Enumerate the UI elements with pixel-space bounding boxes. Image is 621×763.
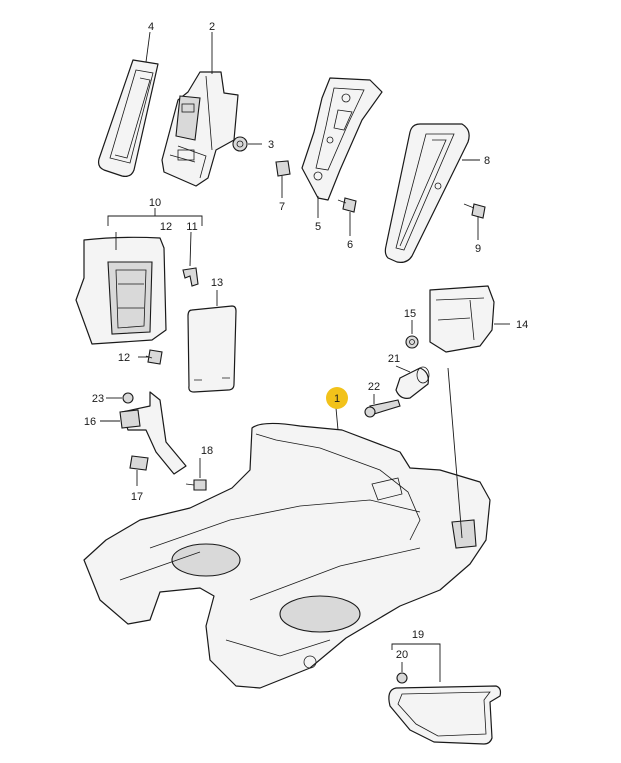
part-12-screw — [145, 349, 163, 365]
callout-21[interactable]: 21 — [388, 353, 400, 365]
callout-16[interactable]: 16 — [84, 416, 96, 428]
part-2-bracket-panel — [161, 71, 239, 187]
part-14-corner-panel — [429, 285, 495, 353]
callout-13[interactable]: 13 — [211, 277, 223, 289]
callout-6[interactable]: 6 — [347, 239, 353, 251]
callout-1[interactable]: 1 — [334, 393, 340, 405]
part-13-flat-panel — [187, 305, 237, 393]
callout-3[interactable]: 3 — [268, 139, 274, 151]
callout-14[interactable]: 14 — [516, 319, 528, 331]
callout-22[interactable]: 22 — [368, 381, 380, 393]
part-19-floor-mat — [388, 685, 502, 745]
part-10-side-panel — [75, 236, 167, 345]
callout-9[interactable]: 9 — [475, 243, 481, 255]
callout-2[interactable]: 2 — [209, 21, 215, 33]
part-15-nut — [405, 335, 419, 349]
callout-7[interactable]: 7 — [279, 201, 285, 213]
part-17-clip — [129, 455, 149, 471]
callout-4[interactable]: 4 — [148, 21, 154, 33]
callout-10[interactable]: 10 — [149, 197, 161, 209]
part-9-screw — [463, 203, 486, 219]
callout-17[interactable]: 17 — [131, 491, 143, 503]
callout-1-highlight[interactable] — [326, 387, 348, 409]
callout-18[interactable]: 18 — [201, 445, 213, 457]
callouts: 1 2 3 4 5 6 7 8 9 10 11 12 12 13 14 15 1… — [84, 21, 528, 661]
part-7-clip — [275, 160, 291, 177]
callout-11[interactable]: 11 — [186, 221, 197, 233]
callout-15[interactable]: 15 — [404, 308, 416, 320]
callout-19[interactable]: 19 — [412, 629, 424, 641]
part-22-bolt — [364, 399, 401, 418]
part-21-tube — [395, 366, 430, 399]
part-23-clip — [122, 392, 134, 404]
part-8-trim-cover — [384, 123, 470, 263]
part-16-bracket — [119, 391, 187, 475]
part-4-pillar-trim — [97, 59, 159, 177]
callout-12-top[interactable]: 12 — [160, 221, 172, 233]
leader-lines — [100, 31, 510, 682]
callout-8[interactable]: 8 — [484, 155, 490, 167]
callout-12-bottom[interactable]: 12 — [118, 352, 130, 364]
part-11-clip — [182, 267, 199, 287]
callout-5[interactable]: 5 — [315, 221, 321, 233]
part-3-clip — [232, 136, 248, 152]
callout-20[interactable]: 20 — [396, 649, 408, 661]
part-1-floor-carpet — [83, 422, 491, 689]
part-6-screw — [337, 197, 357, 213]
callout-23[interactable]: 23 — [92, 393, 104, 405]
part-5-pillar-panel — [301, 77, 383, 201]
part-20-clip — [396, 672, 408, 684]
part-18-screw — [185, 479, 207, 491]
